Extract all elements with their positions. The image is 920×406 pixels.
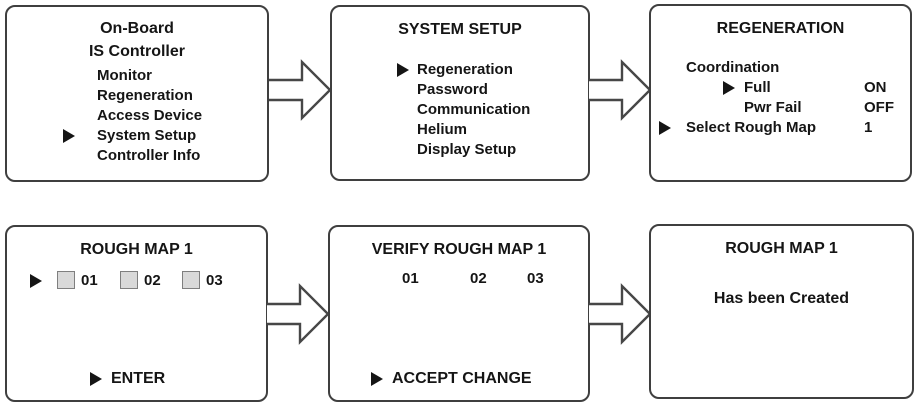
screen-regeneration: REGENERATION Coordination Full ON Pwr Fa…	[649, 4, 912, 182]
screen-rough-map-select: ROUGH MAP 1 01 02 03 ENTER	[5, 225, 268, 402]
screen-system-setup: SYSTEM SETUP Regeneration Password Commu…	[330, 5, 590, 181]
menu-item-label: Controller Info	[97, 147, 201, 164]
rough-map-checkbox-03[interactable]: 03	[182, 271, 223, 289]
map-number: 01	[402, 270, 419, 287]
setting-value: 1	[864, 119, 873, 136]
menu-item-system-setup[interactable]: System Setup	[63, 126, 267, 146]
accept-change-button[interactable]: ACCEPT CHANGE	[371, 369, 532, 389]
selector-cursor-icon	[723, 81, 735, 95]
selector-cursor-icon	[371, 372, 383, 386]
screen-verify-rough-map: VERIFY ROUGH MAP 1 01 02 03 ACCEPT CHANG…	[328, 225, 590, 402]
setting-label: Pwr Fail	[744, 99, 802, 116]
verify-numbers-row: 01 02 03	[330, 270, 588, 290]
menu-item-regeneration[interactable]: Regeneration	[397, 60, 588, 80]
selector-cursor-icon	[30, 274, 42, 288]
action-label: ENTER	[111, 370, 166, 387]
checkbox-label: 03	[206, 271, 223, 289]
map-number: 03	[527, 270, 544, 287]
screen-title: SYSTEM SETUP	[332, 7, 588, 41]
title-line: SYSTEM SETUP	[398, 21, 522, 38]
menu-item-label: Communication	[417, 101, 531, 118]
title-line: On-Board	[100, 20, 174, 37]
checkbox-icon	[120, 271, 138, 289]
checkbox-label: 01	[81, 271, 98, 289]
menu-item-helium[interactable]: Helium	[397, 120, 588, 140]
menu-item-access-device[interactable]: Access Device	[63, 106, 267, 126]
flow-arrow-icon	[589, 59, 652, 121]
menu-item-label: Access Device	[97, 107, 203, 124]
setting-label: Full	[744, 79, 771, 96]
system-setup-list: Regeneration Password Communication Heli…	[397, 60, 588, 160]
regeneration-settings: Coordination Full ON Pwr Fail OFF Select…	[651, 58, 910, 138]
checkbox-icon	[182, 271, 200, 289]
menu-item-label: Monitor	[97, 67, 152, 84]
setting-label: Select Rough Map	[686, 119, 817, 136]
title-line: ROUGH MAP 1	[80, 241, 193, 258]
action-label: ACCEPT CHANGE	[392, 370, 532, 387]
menu-item-display-setup[interactable]: Display Setup	[397, 140, 588, 160]
title-line: REGENERATION	[716, 20, 845, 37]
selector-cursor-icon	[397, 63, 409, 77]
screen-title: ROUGH MAP 1	[7, 227, 266, 261]
menu-item-label: Password	[417, 81, 488, 98]
main-menu-list: Monitor Regeneration Access Device Syste…	[63, 66, 267, 166]
screen-rough-map-created: ROUGH MAP 1 Has been Created	[649, 224, 914, 399]
menu-item-label: Regeneration	[97, 87, 193, 104]
title-line: IS Controller	[88, 43, 185, 60]
selector-cursor-icon	[90, 372, 102, 386]
enter-button[interactable]: ENTER	[90, 369, 165, 389]
rough-map-checkbox-01[interactable]: 01	[57, 271, 98, 289]
setting-label: Coordination	[686, 59, 780, 76]
checkbox-icon	[57, 271, 75, 289]
title-line: ROUGH MAP 1	[725, 240, 838, 257]
rough-map-checkbox-02[interactable]: 02	[120, 271, 161, 289]
rough-map-checkbox-row: 01 02 03	[7, 271, 266, 291]
menu-item-communication[interactable]: Communication	[397, 100, 588, 120]
screen-title: On-Board IS Controller	[7, 7, 267, 63]
setting-value: OFF	[864, 99, 894, 116]
menu-item-controller-info[interactable]: Controller Info	[63, 146, 267, 166]
flow-arrow-icon	[267, 283, 330, 345]
screen-title: ROUGH MAP 1	[651, 226, 912, 260]
setting-row-select-rough-map[interactable]: Select Rough Map 1	[651, 118, 910, 138]
flow-arrow-icon	[589, 283, 652, 345]
menu-item-label: Regeneration	[417, 61, 513, 78]
checkbox-label: 02	[144, 271, 161, 289]
menu-item-monitor[interactable]: Monitor	[63, 66, 267, 86]
menu-item-regeneration[interactable]: Regeneration	[63, 86, 267, 106]
setting-row-full[interactable]: Full ON	[651, 78, 910, 98]
map-number: 02	[470, 270, 487, 287]
setting-row-pwr-fail[interactable]: Pwr Fail OFF	[651, 98, 910, 118]
screen-title: REGENERATION	[651, 6, 910, 40]
screen-title: VERIFY ROUGH MAP 1	[330, 227, 588, 261]
menu-item-password[interactable]: Password	[397, 80, 588, 100]
selector-cursor-icon	[659, 121, 671, 135]
setting-row-coordination: Coordination	[651, 58, 910, 78]
menu-item-label: Helium	[417, 121, 468, 138]
menu-item-label: System Setup	[97, 127, 197, 144]
menu-item-label: Display Setup	[417, 141, 517, 158]
setting-value: ON	[864, 79, 887, 96]
title-line: VERIFY ROUGH MAP 1	[371, 241, 547, 258]
status-message: Has been Created	[713, 290, 850, 307]
screen-main-menu: On-Board IS Controller Monitor Regenerat…	[5, 5, 269, 182]
selector-cursor-icon	[63, 129, 75, 143]
flow-arrow-icon	[269, 59, 332, 121]
